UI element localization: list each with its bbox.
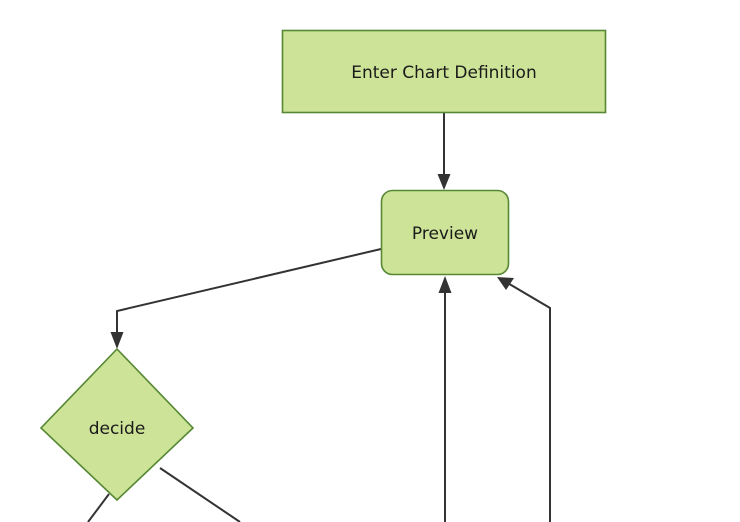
node-shape-diamond[interactable] bbox=[39, 347, 195, 502]
arrow-head-icon bbox=[438, 276, 452, 293]
edge-line bbox=[87, 493, 110, 522]
edge-line bbox=[505, 281, 551, 522]
node-enter-chart-definition[interactable]: Enter Chart Definition bbox=[281, 29, 607, 114]
arrow-head-icon bbox=[497, 277, 514, 290]
edge-line bbox=[159, 467, 241, 522]
node-decide[interactable]: decide bbox=[39, 347, 195, 502]
edge-decide-right-out bbox=[159, 467, 241, 522]
edge-enter-to-preview bbox=[437, 113, 451, 190]
edge-return-right-to-preview bbox=[497, 277, 551, 522]
edge-return-center-to-preview bbox=[438, 276, 452, 522]
edge-line bbox=[116, 248, 382, 338]
node-shape-rectangle[interactable] bbox=[281, 29, 607, 114]
edge-preview-to-decide bbox=[110, 248, 382, 349]
arrow-head-icon bbox=[110, 332, 124, 349]
edge-decide-bottom-out bbox=[87, 493, 110, 522]
arrow-head-icon bbox=[437, 174, 451, 190]
node-preview[interactable]: Preview bbox=[380, 189, 510, 276]
node-shape-rounded-rectangle[interactable] bbox=[380, 189, 510, 276]
